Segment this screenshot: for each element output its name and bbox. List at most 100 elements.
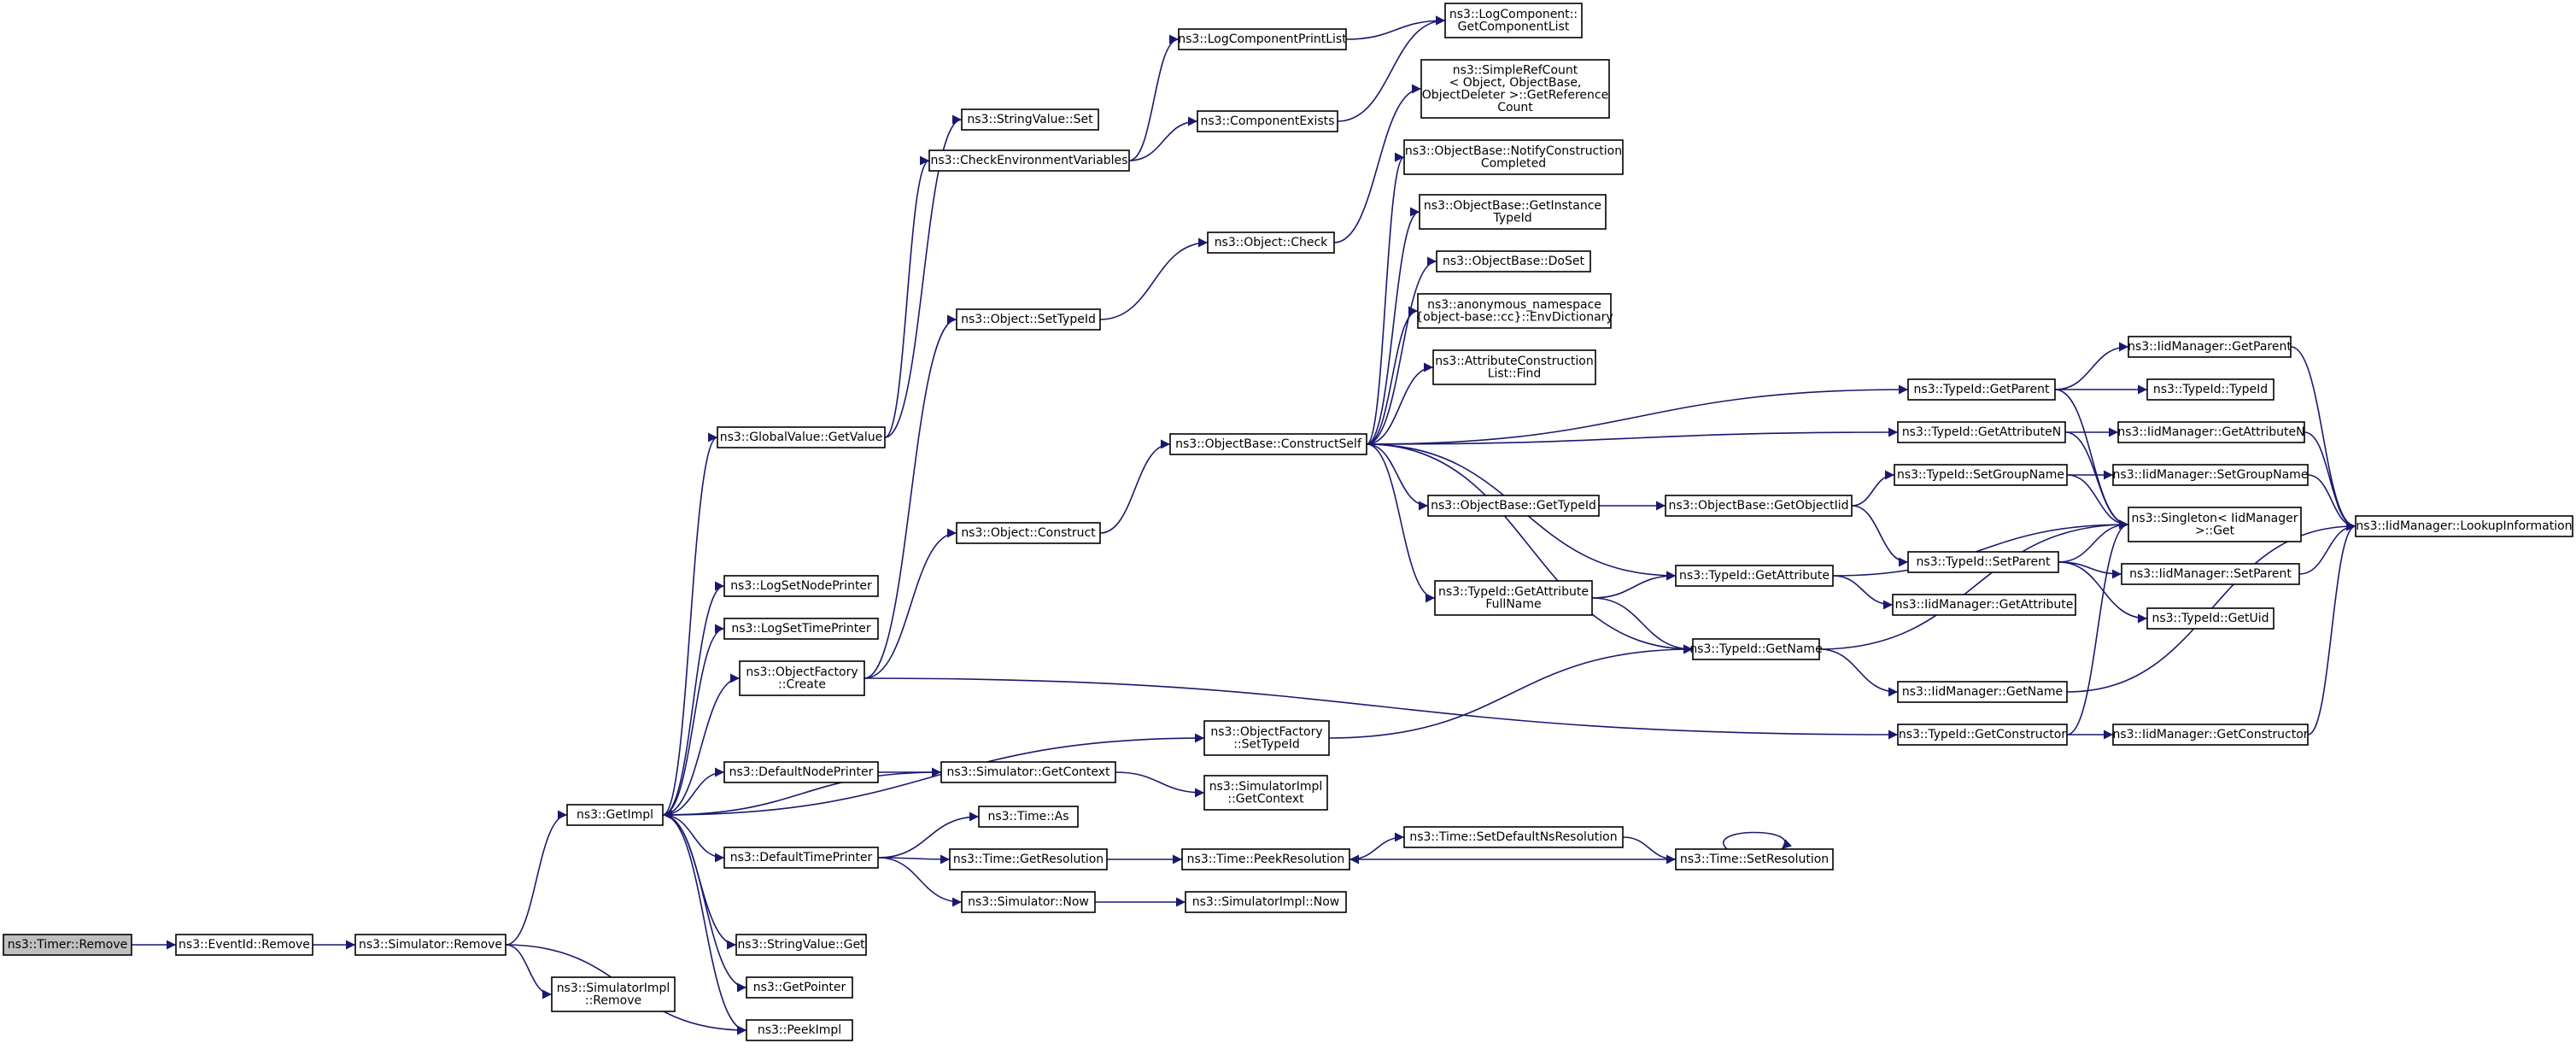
node-defaulttimeprinter[interactable]: ns3::DefaultTimePrinter <box>723 847 879 869</box>
node-eventid-remove[interactable]: ns3::EventId::Remove <box>175 934 313 956</box>
node-iid-getconstructor[interactable]: ns3::IidManager::GetConstructor <box>2112 724 2309 746</box>
node-peekimpl[interactable]: ns3::PeekImpl <box>746 1019 853 1041</box>
edge-time-setdefns-to-time-setres <box>1622 836 1677 864</box>
node-iid-lookup[interactable]: ns3::IidManager::LookupInformation <box>2355 515 2573 537</box>
edge-ob-constructself-to-tid-getattrn <box>1366 427 1899 445</box>
node-label: ns3::ObjectBase::GetInstance <box>1424 199 1601 213</box>
edge-obj-check-to-srefcount <box>1333 84 1422 243</box>
node-getimpl[interactable]: ns3::GetImpl <box>566 804 664 826</box>
node-iid-setgroupname[interactable]: ns3::IidManager::SetGroupName <box>2112 464 2309 486</box>
node-label: ns3::Simulator::GetContext <box>946 765 1110 779</box>
node-box <box>1675 848 1834 870</box>
node-iid-getname[interactable]: ns3::IidManager::GetName <box>1897 681 2068 703</box>
node-label: Completed <box>1481 156 1546 170</box>
node-simimpl-getcontext[interactable]: ns3::SimulatorImpl::GetContext <box>1203 775 1328 811</box>
node-time-setdefns[interactable]: ns3::Time::SetDefaultNsResolution <box>1403 826 1624 848</box>
edge-ob-getobjectiid-to-tid-setparent <box>1851 505 1909 567</box>
edge-tid-getattribute-to-singleton-get <box>1832 519 2129 577</box>
node-tid-setparent[interactable]: ns3::TypeId::SetParent <box>1907 551 2059 573</box>
node-obj-check[interactable]: ns3::Object::Check <box>1207 231 1335 254</box>
node-time-peekres[interactable]: ns3::Time::PeekResolution <box>1181 848 1350 870</box>
node-of-settypeid[interactable]: ns3::ObjectFactory::SetTypeId <box>1203 720 1330 756</box>
edge-ob-constructself-to-ob-doset <box>1366 256 1437 445</box>
node-logcomp-getlist[interactable]: ns3::LogComponent::GetComponentList <box>1444 3 1583 38</box>
node-logcompprintlist[interactable]: ns3::LogComponentPrintList <box>1178 28 1347 50</box>
node-timer-remove[interactable]: ns3::Timer::Remove <box>3 934 132 956</box>
edge-getimpl-to-logsettimeprinter <box>662 624 725 816</box>
node-label: ns3::anonymous_namespace <box>1427 298 1601 312</box>
node-box <box>978 806 1079 828</box>
node-label: ns3::TypeId::GetName <box>1689 642 1822 656</box>
node-obj-construct[interactable]: ns3::Object::Construct <box>956 522 1101 544</box>
node-ob-notify[interactable]: ns3::ObjectBase::NotifyConstructionCompl… <box>1403 139 1624 175</box>
node-label: < Object, ObjectBase, <box>1449 76 1582 90</box>
node-box <box>2121 563 2300 585</box>
node-tid-typeid[interactable]: ns3::TypeId::TypeId <box>2146 378 2274 401</box>
node-box <box>1417 293 1612 329</box>
node-box <box>1692 638 1820 660</box>
node-tid-setgroupname[interactable]: ns3::TypeId::SetGroupName <box>1894 464 2068 486</box>
node-defaultnodeprinter[interactable]: ns3::DefaultNodePrinter <box>723 761 879 783</box>
node-box <box>1420 59 1610 119</box>
node-label: ns3::Simulator::Now <box>968 895 1089 909</box>
node-of-create[interactable]: ns3::ObjectFactory::Create <box>739 660 865 696</box>
node-tid-getname[interactable]: ns3::TypeId::GetName <box>1689 638 1823 660</box>
node-box <box>1444 3 1583 38</box>
node-box <box>1434 580 1593 616</box>
node-getpointer[interactable]: ns3::GetPointer <box>746 976 853 999</box>
node-box <box>1169 433 1367 455</box>
node-compexists[interactable]: ns3::ComponentExists <box>1197 110 1338 132</box>
node-time-as[interactable]: ns3::Time::As <box>978 806 1079 828</box>
node-sim-now[interactable]: ns3::Simulator::Now <box>961 891 1096 913</box>
node-sim-remove[interactable]: ns3::Simulator::Remove <box>354 934 506 956</box>
node-stringvalue-get[interactable]: ns3::StringValue::Get <box>735 934 867 956</box>
node-simimpl-now[interactable]: ns3::SimulatorImpl::Now <box>1185 891 1347 913</box>
edge-sim-remove-to-simimpl-remove <box>505 944 553 999</box>
edge-tid-setparent-to-tid-getuid <box>2058 561 2148 624</box>
node-time-setres[interactable]: ns3::Time::SetResolution <box>1675 848 1834 870</box>
node-iid-getattrn[interactable]: ns3::IidManager::GetAttributeN <box>2117 421 2305 443</box>
node-anon-envdict[interactable]: ns3::anonymous_namespace{object-base::cc… <box>1415 293 1613 329</box>
edge-ob-constructself-to-ob-gettypeid <box>1366 443 1429 511</box>
node-box <box>1907 551 2059 573</box>
node-tid-getparent[interactable]: ns3::TypeId::GetParent <box>1907 378 2056 401</box>
node-label: ns3::EventId::Remove <box>179 938 310 952</box>
node-iid-getparent[interactable]: ns3::IidManager::GetParent <box>2128 336 2292 358</box>
edge-obj-settypeid-to-obj-check <box>1099 237 1209 320</box>
node-tid-getattribute[interactable]: ns3::TypeId::GetAttribute <box>1675 565 1834 587</box>
node-tid-getuid[interactable]: ns3::TypeId::GetUid <box>2146 607 2274 630</box>
node-ob-doset[interactable]: ns3::ObjectBase::DoSet <box>1436 250 1591 273</box>
node-logsettimeprinter[interactable]: ns3::LogSetTimePrinter <box>723 618 879 640</box>
node-ob-getobjectiid[interactable]: ns3::ObjectBase::GetObjectIid <box>1665 495 1853 517</box>
node-ob-gettypeid[interactable]: ns3::ObjectBase::GetTypeId <box>1427 495 1600 517</box>
node-ob-constructself[interactable]: ns3::ObjectBase::ConstructSelf <box>1169 433 1367 455</box>
node-label: ns3::SimulatorImpl::Now <box>1192 895 1340 909</box>
node-iid-getattribute[interactable]: ns3::IidManager::GetAttribute <box>1892 594 2076 616</box>
node-singleton-get[interactable]: ns3::Singleton< IidManager>::Get <box>2128 507 2302 542</box>
node-sim-getcontext[interactable]: ns3::Simulator::GetContext <box>940 761 1116 783</box>
node-logsetnodeprinter[interactable]: ns3::LogSetNodePrinter <box>723 575 879 597</box>
node-checkenv[interactable]: ns3::CheckEnvironmentVariables <box>928 149 1130 172</box>
node-box <box>723 575 879 597</box>
node-tid-getattrn[interactable]: ns3::TypeId::GetAttributeN <box>1897 421 2066 443</box>
node-box <box>2146 607 2274 630</box>
node-stringvalue-set[interactable]: ns3::StringValue::Set <box>961 108 1099 131</box>
node-tid-getconstructor[interactable]: ns3::TypeId::GetConstructor <box>1897 724 2068 746</box>
node-gv-getvalue[interactable]: ns3::GlobalValue::GetValue <box>717 426 886 448</box>
node-time-getres[interactable]: ns3::Time::GetResolution <box>949 848 1108 870</box>
edge-ob-constructself-to-tid-getparent <box>1366 384 1909 445</box>
node-iid-setparent[interactable]: ns3::IidManager::SetParent <box>2121 563 2300 585</box>
node-label: ns3::IidManager::SetParent <box>2129 567 2292 581</box>
edge-gv-getvalue-to-checkenv <box>884 155 930 438</box>
edge-checkenv-to-logcompprintlist <box>1128 34 1180 161</box>
node-obj-settypeid[interactable]: ns3::Object::SetTypeId <box>956 308 1101 331</box>
node-srefcount[interactable]: ns3::SimpleRefCount< Object, ObjectBase,… <box>1420 59 1610 119</box>
node-label: List::Find <box>1488 366 1542 380</box>
node-label: FullName <box>1485 597 1541 611</box>
node-box <box>735 934 867 956</box>
node-simimpl-remove[interactable]: ns3::SimulatorImpl::Remove <box>551 976 676 1012</box>
